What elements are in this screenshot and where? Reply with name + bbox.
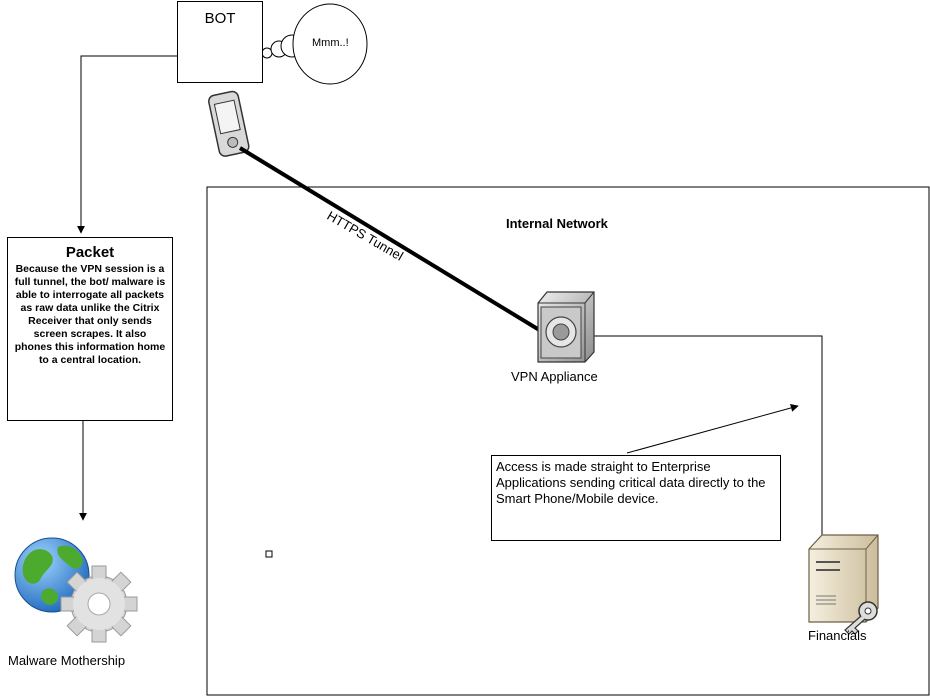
packet-title: Packet [65,244,115,261]
thought-bubble [261,3,368,85]
packet-description: Because the VPN session is a full tunnel… [14,263,166,366]
internal-network-boundary [206,186,930,696]
packet-node: Packet Because the VPN session is a full… [7,237,173,421]
gear-icon [60,565,138,643]
access-note: Access is made straight to Enterprise Ap… [491,455,781,541]
bot-node: BOT [177,1,263,83]
internal-network-title: Internal Network [506,216,608,231]
thought-text: Mmm..! [312,37,349,49]
bot-to-packet-connector [77,55,177,234]
small-marker-square [265,550,273,558]
malware-mothership-label: Malware Mothership [8,653,126,668]
financials-label: Financials [808,628,867,643]
https-tunnel-line [238,146,543,333]
key-icon [844,601,878,635]
globe-icon [14,537,90,613]
bot-label: BOT [204,10,236,27]
access-note-arrow [626,404,799,454]
vpn-appliance-icon [537,291,595,363]
server-icon [808,534,879,623]
vpn-to-financials-connector [590,335,823,535]
vpn-appliance-label: VPN Appliance [511,369,598,384]
smartphone-icon [208,90,250,157]
